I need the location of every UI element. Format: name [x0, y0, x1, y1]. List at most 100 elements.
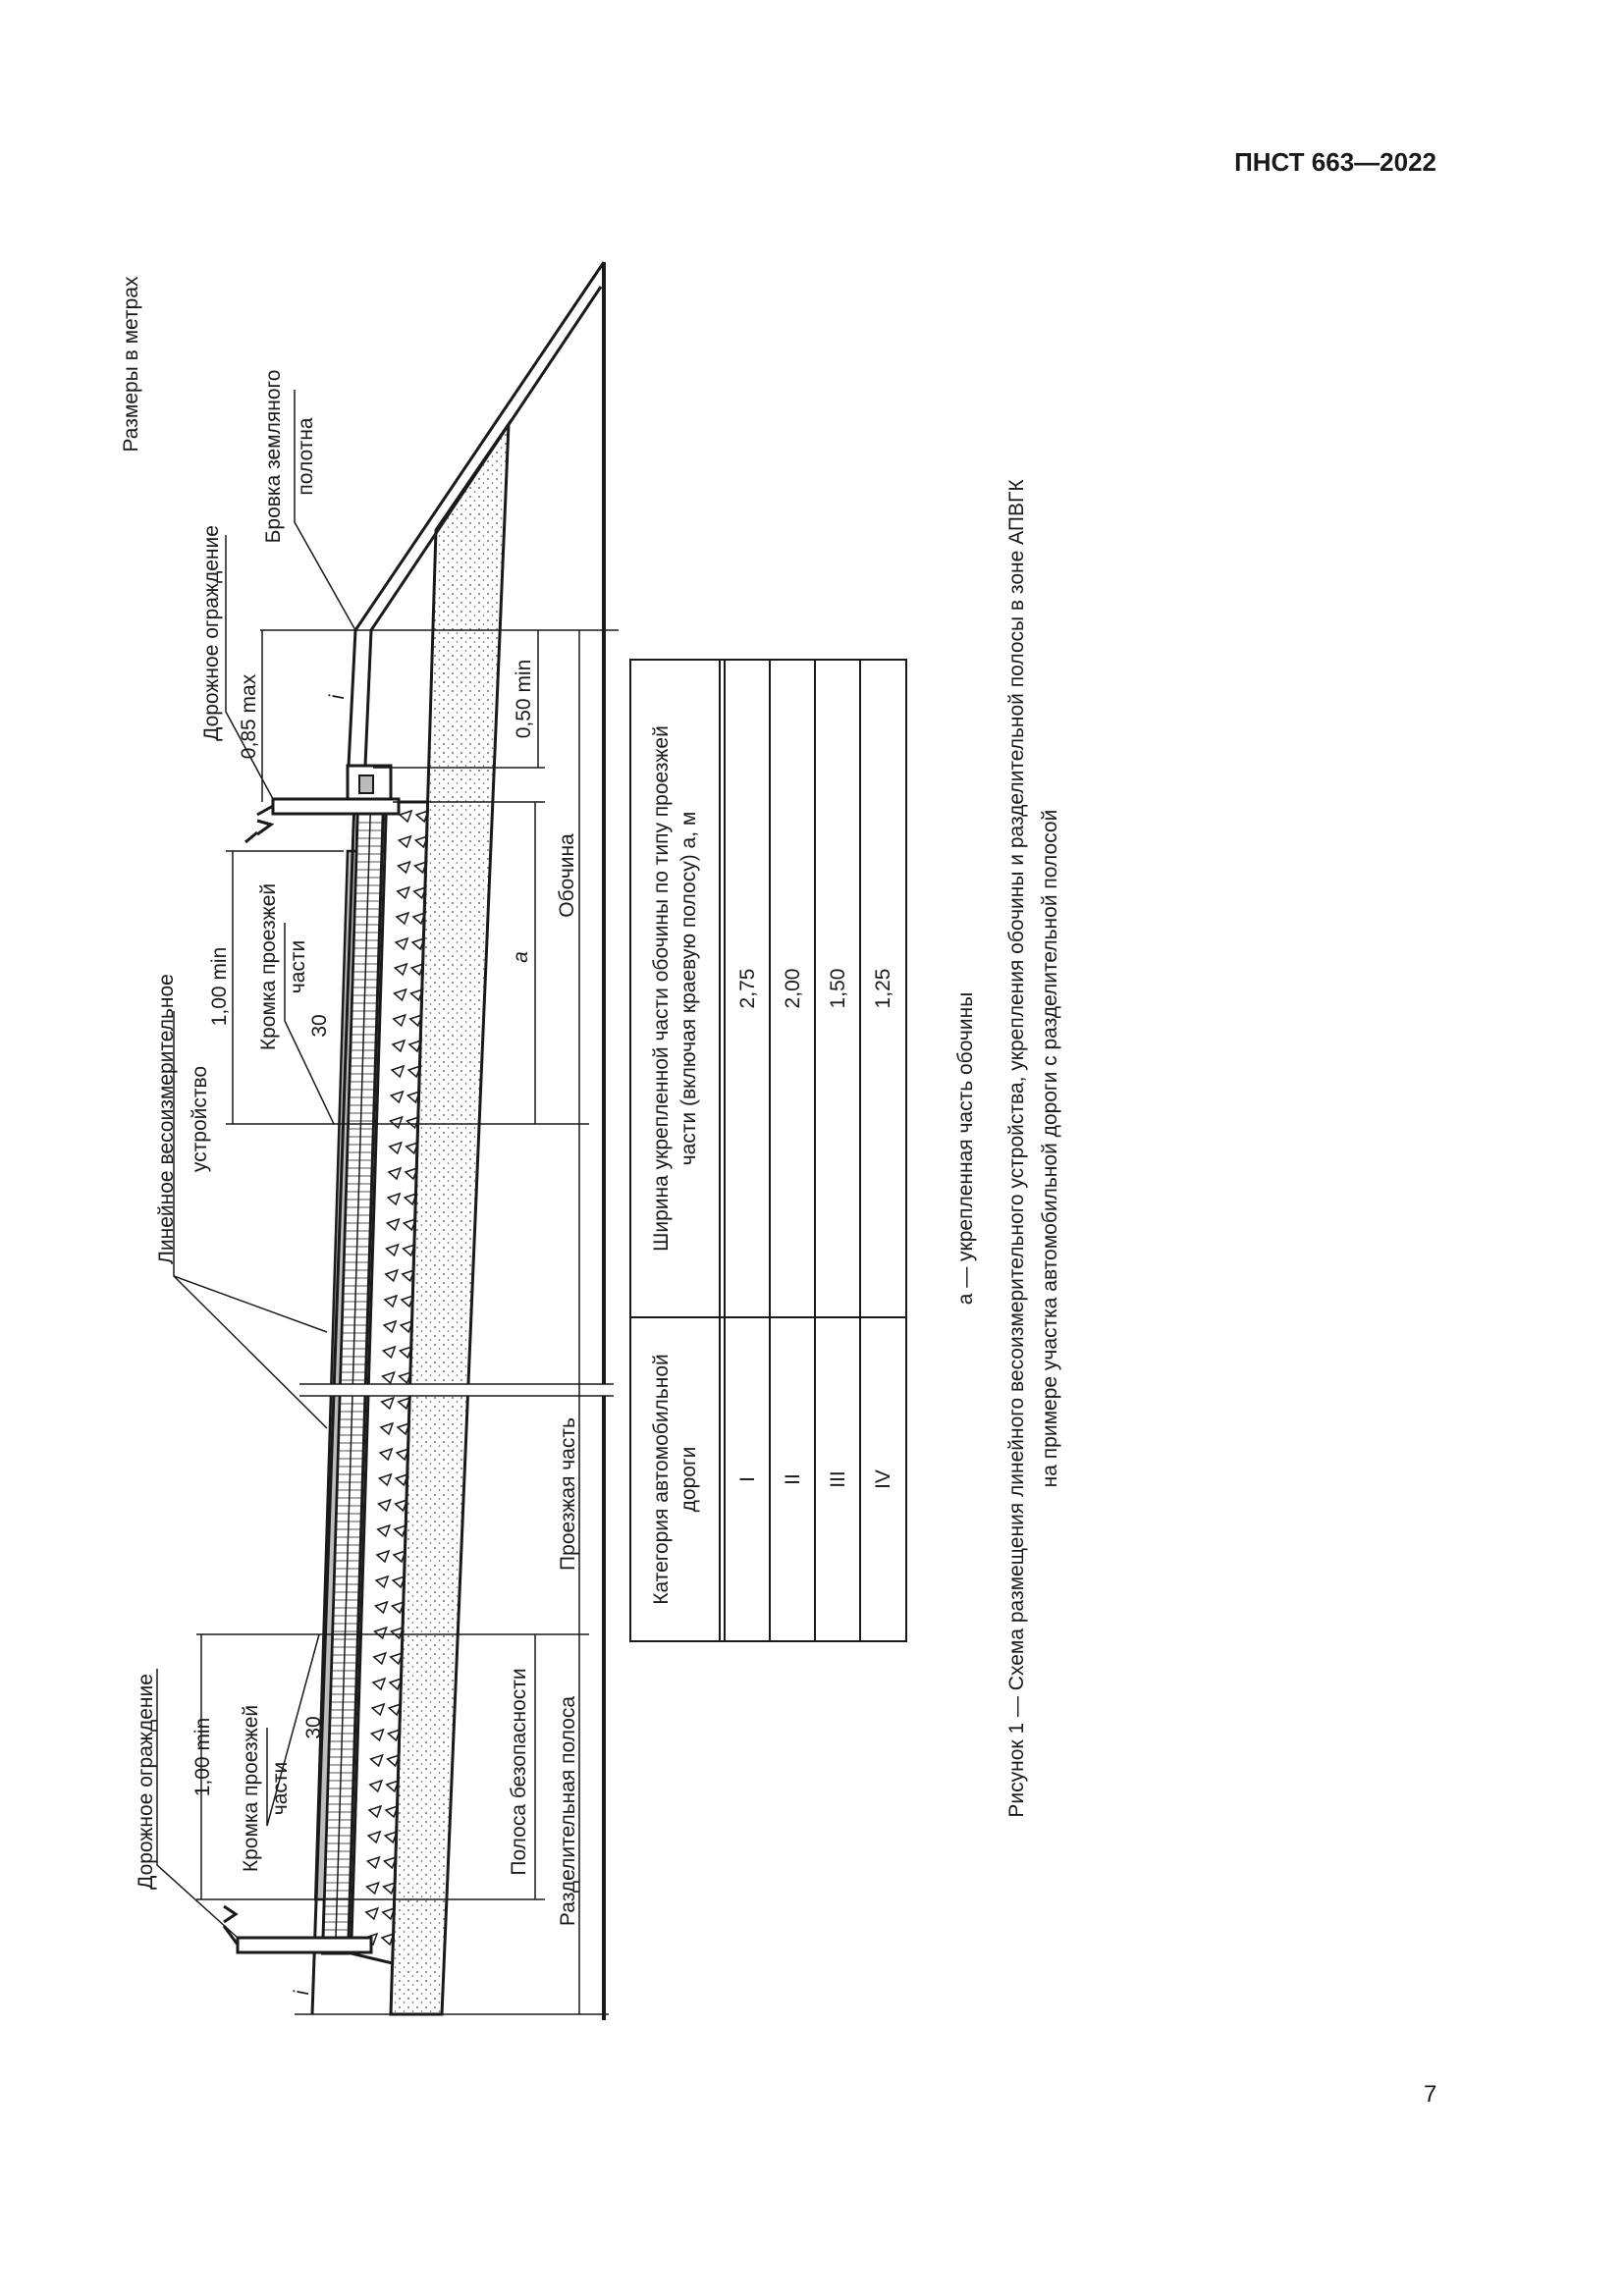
legend: а — укрепленная часть обочины [954, 992, 977, 1306]
angle-30-bottom: 30 [302, 1716, 325, 1738]
category-table: Категория автомобильной дороги Ширина ук… [629, 659, 907, 1642]
aggregate-mark [393, 1523, 408, 1538]
aggregate-mark [377, 1472, 393, 1487]
aggregate-mark [381, 1906, 397, 1921]
label-edge-top-line2: части [287, 940, 309, 993]
table-header-width-line1: Ширина укрепленной части обочины по типу… [650, 725, 673, 1252]
document-id: ПНСТ 663—2022 [1234, 147, 1436, 177]
aggregate-mark [399, 1319, 414, 1334]
aggregate-mark [391, 1575, 406, 1589]
aggregate-mark [406, 1090, 421, 1104]
aggregate-mark [382, 1319, 398, 1334]
zone-carriageway: Проезжая часть [557, 1417, 579, 1571]
aggregate-mark [387, 1166, 403, 1181]
aggregate-mark [391, 1039, 406, 1053]
aggregate-mark [368, 1779, 384, 1793]
slope-outer [353, 261, 606, 631]
aggregate-mark [398, 1370, 412, 1385]
label-edge-top-line1: Кромка проезжей [257, 883, 280, 1050]
aggregate-mark [395, 1447, 410, 1462]
road-cross-section: Бровка земляного полотна Дорожное огражд… [135, 261, 619, 2020]
aggregate-mark [378, 1447, 394, 1462]
units-note: Размеры в метрах [120, 276, 142, 452]
label-brovka-line2: полотна [295, 417, 317, 496]
aggregate-mark [364, 1906, 380, 1921]
aggregate-mark [384, 1804, 400, 1819]
aggregate-mark [397, 834, 412, 849]
aggregate-mark [365, 1855, 381, 1870]
slope-i-top: i [326, 693, 349, 699]
aggregate-mark [382, 1881, 397, 1896]
aggregate-mark [396, 1421, 411, 1436]
aggregate-mark [402, 1243, 416, 1257]
table-cell-width: 1,50 [827, 969, 849, 1009]
aggregate-mark [409, 962, 425, 977]
dim-100-top: 1,00 min [208, 947, 231, 1027]
label-edge-bottom-line2: части [269, 1762, 292, 1815]
label-device-line1: Линейное весоизмерительное [155, 974, 178, 1264]
aggregate-mark [369, 1753, 384, 1768]
aggregate-mark [394, 1472, 409, 1487]
label-edge-bottom-line1: Кромка проезжей [240, 1705, 262, 1872]
aggregate-mark [392, 1013, 406, 1028]
aggregate-mark [409, 988, 424, 1002]
zone-safety: Полоса безопасности [508, 1668, 530, 1875]
aggregate-mark [386, 1192, 402, 1206]
aggregate-mark [403, 1192, 418, 1206]
aggregate-mark [411, 911, 427, 926]
aggregate-mark [393, 988, 407, 1002]
shoulder-surface [346, 629, 357, 786]
table-cell-width: 2,75 [736, 969, 759, 1009]
aggregate-mark [379, 1421, 395, 1436]
aggregate-mark [380, 1932, 396, 1947]
aggregate-mark [386, 1753, 401, 1768]
aggregate-mark [412, 885, 427, 900]
table-cell-width: 1,25 [872, 969, 894, 1009]
aggregate-mark [385, 1243, 400, 1257]
aggregate-mark [392, 1549, 407, 1564]
aggregate-mark [405, 1141, 419, 1155]
aggregate-mark [386, 1728, 402, 1742]
aggregate-mark [394, 936, 409, 951]
aggregate-mark [381, 1345, 397, 1360]
aggregate-mark [389, 1651, 405, 1666]
label-brovka: Бровка земляного полотна [262, 370, 317, 544]
aggregate-mark [402, 1217, 417, 1232]
dim-a: а [510, 951, 532, 963]
aggregate-mark [382, 1855, 398, 1870]
aggregate-mark [394, 1498, 408, 1513]
label-device-line2: устройство [189, 1066, 211, 1172]
aggregate-mark [387, 1702, 403, 1717]
aggregate-mark [388, 1141, 403, 1155]
aggregate-mark [398, 809, 413, 824]
leader-lines [156, 390, 356, 1939]
table-cell-width: 2,00 [782, 969, 804, 1009]
table-header-category-line1: Категория автомобильной [650, 1354, 673, 1605]
aggregate-mark [395, 911, 410, 926]
aggregate-mark [371, 1677, 387, 1691]
zone-median: Разделительная полоса [557, 1696, 579, 1926]
label-guard-bottom: Дорожное ограждение [135, 1674, 157, 1890]
aggregate-mark [383, 1294, 399, 1308]
aggregate-mark [383, 1830, 399, 1844]
road-guard-top [244, 797, 401, 844]
aggregate-mark [410, 936, 426, 951]
shoulder-base [363, 629, 373, 767]
aggregate-mark [389, 1090, 405, 1104]
dim-050-min: 0,50 min [513, 660, 535, 739]
aggregate-mark [408, 1013, 423, 1028]
aggregate-mark [414, 809, 430, 824]
aggregate-mark [401, 1268, 416, 1283]
table-header-width-line2: части (включая краевую полосу) а, м [677, 812, 700, 1166]
aggregate-mark [380, 1396, 396, 1411]
aggregate-mark [390, 1600, 406, 1615]
figure-caption-line2: на примере участка автомобильной дороги … [1039, 810, 1061, 1488]
aggregate-mark [369, 1728, 385, 1742]
aggregate-mark [365, 1881, 380, 1896]
aggregate-mark [373, 1600, 389, 1615]
figure-caption-line1: Рисунок 1 — Схема размещения линейного в… [1005, 479, 1028, 1818]
dimension-lines [196, 629, 619, 2015]
zone-shoulder: Обочина [556, 833, 578, 918]
label-brovka-line1: Бровка земляного [262, 370, 285, 544]
